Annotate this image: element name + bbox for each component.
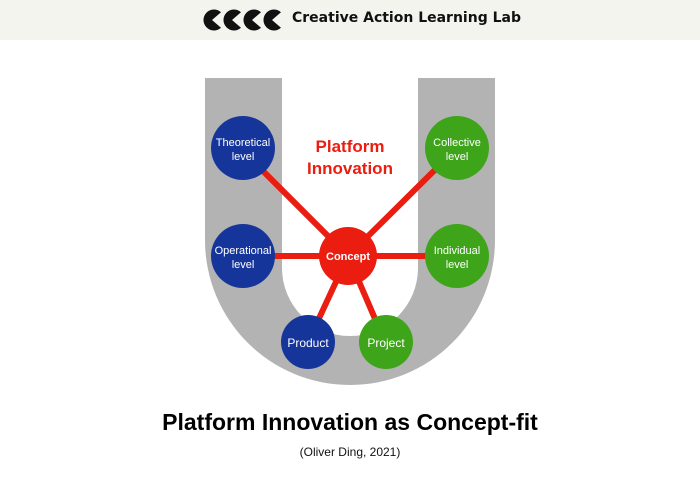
header-title: Creative Action Learning Lab — [292, 10, 521, 26]
svg-text:level: level — [232, 151, 255, 163]
svg-text:Concept: Concept — [326, 251, 370, 263]
node-individual-level: Individual level — [425, 224, 489, 288]
svg-text:Operational: Operational — [215, 245, 272, 257]
platform-innovation-diagram: Platform Innovation Theoretical level Op… — [205, 78, 495, 385]
node-operational-level: Operational level — [211, 224, 275, 288]
svg-text:Theoretical: Theoretical — [216, 137, 270, 149]
svg-text:Collective: Collective — [433, 137, 481, 149]
node-collective-level: Collective level — [425, 116, 489, 180]
svg-text:level: level — [232, 259, 255, 271]
concept-hub: Concept — [319, 227, 377, 285]
center-title-line2: Innovation — [307, 159, 393, 178]
svg-text:Product: Product — [287, 336, 329, 350]
svg-text:level: level — [446, 151, 469, 163]
node-product: Product — [281, 315, 335, 369]
call-logo-icon — [203, 9, 281, 31]
diagram-caption: (Oliver Ding, 2021) — [299, 445, 401, 459]
header-bar: Creative Action Learning Lab — [0, 0, 700, 40]
node-project: Project — [359, 315, 413, 369]
svg-text:level: level — [446, 259, 469, 271]
svg-text:Project: Project — [367, 336, 405, 350]
node-theoretical-level: Theoretical level — [211, 116, 275, 180]
svg-text:Individual: Individual — [434, 245, 480, 257]
u-shape-background — [205, 78, 495, 385]
diagram-title: Platform Innovation as Concept-fit — [162, 409, 538, 435]
center-title-line1: Platform — [316, 137, 385, 156]
